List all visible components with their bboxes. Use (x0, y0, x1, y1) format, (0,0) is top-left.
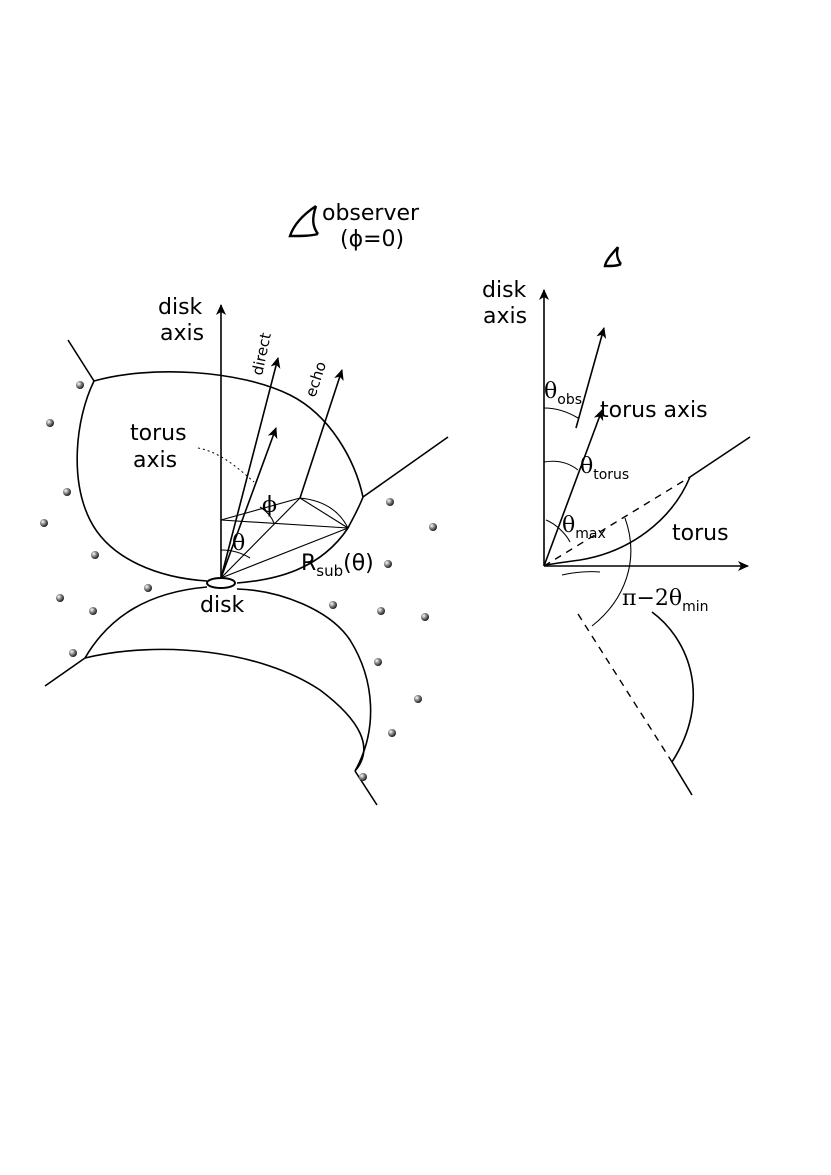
upper-torus-top-edge (93, 371, 364, 498)
observer-eye-icon-small (603, 246, 622, 268)
phi-label: ϕ (262, 493, 277, 518)
upper-torus-inner-edge (236, 527, 349, 584)
left-panel: observer (ϕ=0) disk axis direct echo tor… (40, 201, 449, 806)
right-torus-axis-arrow (543, 409, 604, 567)
pi-minus-two-theta-label: π−2θmin (622, 586, 709, 615)
cloud-dot (144, 584, 152, 592)
upper-left-cone-line (67, 339, 95, 382)
right-disk-axis-label-1: disk (482, 278, 527, 303)
theta-obs-label: θobs (544, 379, 582, 408)
echo-origin-line (220, 497, 301, 579)
inner-small-arc (561, 571, 601, 576)
dust-clouds (40, 381, 437, 781)
upper-right-cone-line (362, 436, 449, 498)
phi-chord-1 (220, 497, 301, 521)
cloud-dot (76, 381, 84, 389)
rsub-line (220, 527, 349, 579)
cloud-dot (429, 523, 437, 531)
lower-torus-inner-edge (236, 588, 372, 772)
theta-arc (220, 549, 251, 559)
observer-label: observer (322, 201, 420, 226)
phi-chord-2 (220, 519, 349, 529)
cloud-dot (374, 658, 382, 666)
echo-label: echo (302, 359, 330, 399)
observer-phi-label: (ϕ=0) (340, 227, 404, 252)
right-torus-axis-label: torus axis (600, 398, 708, 423)
theta-torus-arc (543, 460, 579, 471)
right-upper-cone-line (689, 436, 751, 478)
cloud-dot (69, 649, 77, 657)
upper-torus-edge-lower (347, 496, 364, 529)
cloud-dot (414, 695, 422, 703)
cloud-dot (359, 773, 367, 781)
left-torus-axis-arrow (220, 427, 278, 579)
cloud-dot (46, 419, 54, 427)
pi-minus-two-theta-arc (591, 517, 632, 627)
theta-max-arc (545, 519, 571, 543)
right-torus-upper-edge (545, 476, 691, 566)
cloud-dot (384, 560, 392, 568)
lower-dashed-line (577, 613, 673, 763)
cloud-dot (56, 594, 64, 602)
phi-arc (259, 506, 275, 524)
theta-max-label: θmax (562, 513, 606, 542)
cloud-dot (421, 613, 429, 621)
direct-label: direct (248, 331, 275, 377)
direct-ray-arrow (220, 357, 281, 579)
cloud-dot (377, 607, 385, 615)
left-disk-axis-label-1: disk (158, 295, 203, 320)
lower-torus-lobe (84, 586, 208, 659)
lower-left-cone-line (44, 657, 86, 687)
cloud-dot (91, 551, 99, 559)
torus-label: torus (672, 521, 729, 546)
theta-label: θ (232, 531, 245, 556)
cloud-dot (89, 607, 97, 615)
right-panel: disk axis torus axis θobs θtorus θmax to… (482, 246, 751, 796)
accretion-disk-ellipse (206, 577, 236, 589)
rsub-label: Rsub(θ) (301, 551, 374, 580)
lower-right-cone-line (354, 770, 378, 806)
right-lower-cone-line (671, 761, 693, 796)
cloud-dot (386, 498, 394, 506)
left-torus-axis-label-1: torus (130, 421, 187, 446)
theta-torus-label: θtorus (580, 454, 629, 483)
theta-max-dashed-line (543, 476, 691, 567)
right-disk-axis-label-2: axis (483, 304, 527, 329)
disk-label: disk (200, 593, 245, 618)
theta-obs-arc (543, 407, 579, 419)
echo-ray-arrow (299, 369, 344, 499)
upper-torus-lobe (76, 380, 208, 582)
torus-axis-pointer (197, 447, 255, 483)
observer-eye-icon (288, 205, 319, 238)
cloud-dot (63, 488, 71, 496)
right-torus-lower-edge (651, 611, 695, 763)
cloud-dot (388, 729, 396, 737)
phi-chord-3 (299, 497, 349, 529)
lower-torus-edge (84, 648, 365, 772)
observer-direction-arrow (575, 327, 607, 429)
cloud-dot (40, 519, 48, 527)
cloud-dot (329, 601, 337, 609)
left-disk-axis-label-2: axis (160, 321, 204, 346)
phi-arc-outer (299, 497, 349, 529)
left-torus-axis-label-2: axis (133, 448, 177, 473)
